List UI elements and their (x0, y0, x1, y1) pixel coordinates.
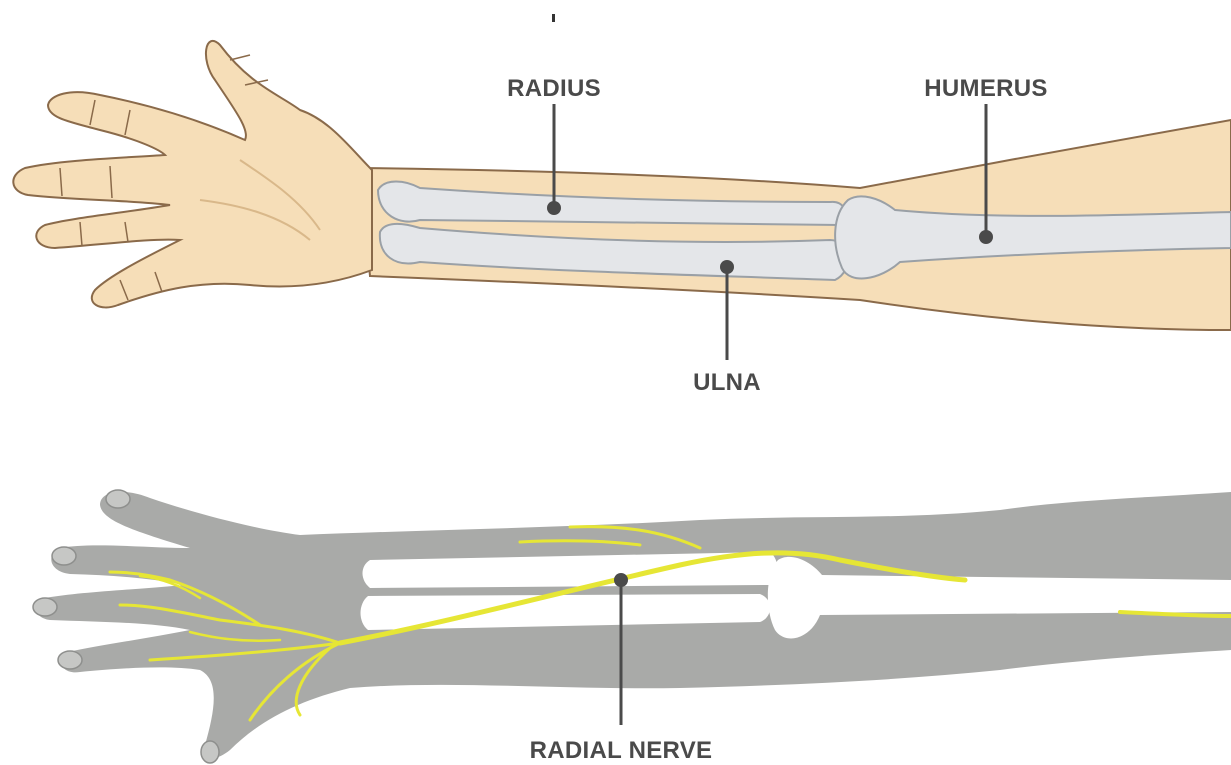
bottom-arm-illustration: RADIAL NERVE (33, 490, 1231, 764)
bottom-arm-silhouette (36, 492, 1231, 758)
radius-pin (547, 201, 561, 215)
stray-mark (552, 14, 555, 22)
ulna-label: ULNA (693, 369, 761, 396)
radial-nerve-label: RADIAL NERVE (530, 737, 713, 764)
radius-label: RADIUS (507, 75, 601, 102)
top-arm-hand (13, 41, 372, 307)
ulna-pin (720, 260, 734, 274)
humerus-label: HUMERUS (924, 75, 1047, 102)
humerus-pin (979, 230, 993, 244)
top-arm-illustration: RADIUS HUMERUS ULNA (13, 41, 1231, 396)
